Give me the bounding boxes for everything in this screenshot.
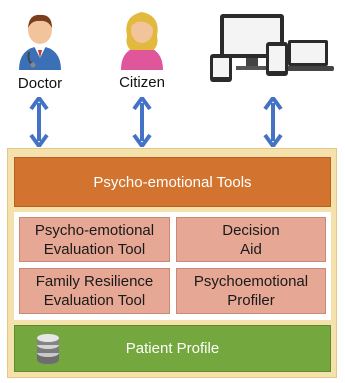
tools-header: Psycho-emotional Tools [14, 157, 331, 207]
tool-line: Aid [240, 240, 262, 258]
tool-line: Evaluation Tool [43, 240, 146, 258]
doctor-label: Doctor [17, 75, 63, 92]
tool-line: Family Resilience [35, 273, 154, 290]
tool-psychoemotional-profiler: Psychoemotional Profiler [176, 268, 326, 314]
tool-line: Psychoemotional [193, 273, 309, 290]
tools-grid: Psycho-emotional Evaluation Tool Decisio… [14, 212, 331, 320]
tool-psycho-emotional-evaluation: Psycho-emotional Evaluation Tool [19, 217, 170, 262]
doctor-icon [19, 14, 61, 70]
citizen-icon [121, 12, 163, 70]
citizen-label: Citizen [119, 74, 165, 91]
patient-profile-bar: Patient Profile [14, 325, 331, 372]
tool-line: Evaluation Tool [43, 292, 146, 309]
database-icon [37, 334, 59, 364]
citizen-arrow [132, 97, 152, 147]
patient-profile-label: Patient Profile [125, 340, 220, 357]
tool-line: Psycho-emotional [34, 221, 155, 239]
devices-icon [210, 14, 334, 82]
tools-header-label: Psycho-emotional Tools [93, 173, 252, 191]
tool-line: Decision [222, 221, 280, 239]
platform-container: Psycho-emotional Tools Psycho-emotional … [7, 148, 337, 378]
devices-arrow [263, 97, 283, 147]
tool-decision-aid: Decision Aid [176, 217, 326, 262]
tool-family-resilience-evaluation: Family Resilience Evaluation Tool [19, 268, 170, 314]
tool-line: Profiler [227, 292, 275, 309]
doctor-arrow [29, 97, 49, 147]
